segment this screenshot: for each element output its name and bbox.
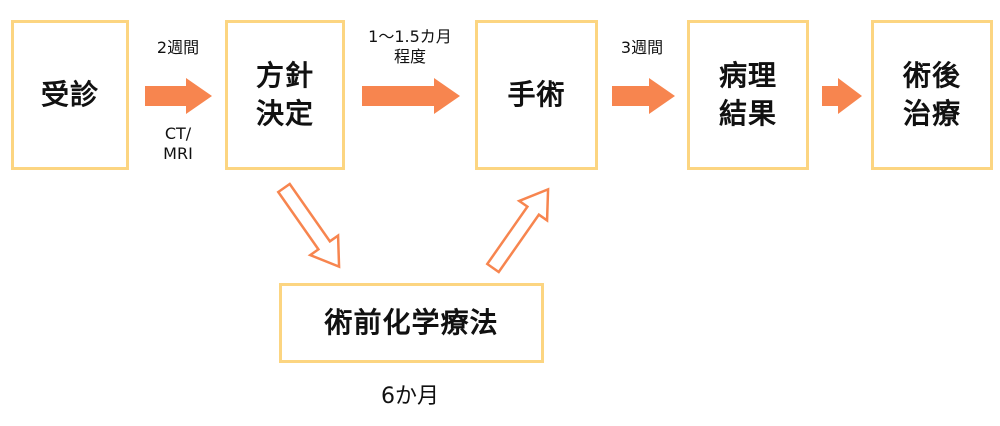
neoadjuvant-label: 術前化学療法 [324,306,499,339]
interval-visit-to-policy: 2週間 [156,38,200,57]
step-policy-label: 方針 決定 [255,59,314,130]
step-visit: 受診 [11,20,129,170]
step-pathology-label: 病理 結果 [718,59,777,130]
arrow-neoadjuvant-to-surgery [485,187,550,274]
arrow-policy-to-neoadjuvant [276,182,341,269]
neoadjuvant-duration: 6か月 [381,384,439,409]
step-postop-label: 術後 治療 [902,59,961,130]
step-policy: 方針 決定 [225,20,345,170]
arrow-policy-to-surgery [362,78,460,114]
step-surgery-label: 手術 [507,78,566,111]
interval-surgery-to-pathology: 3週間 [620,38,664,57]
step-pathology: 病理 結果 [687,20,809,170]
interval-policy-to-surgery: 1〜1.5カ月 程度 [368,27,452,66]
arrow-pathology-to-postop [822,78,862,114]
step-surgery: 手術 [475,20,598,170]
arrow-visit-to-policy [145,78,212,114]
neoadjuvant-box: 術前化学療法 [279,283,544,363]
imaging-label: CT/ MRI [163,124,193,163]
step-postop: 術後 治療 [871,20,993,170]
arrow-surgery-to-pathology [612,78,675,114]
step-visit-label: 受診 [40,78,99,111]
